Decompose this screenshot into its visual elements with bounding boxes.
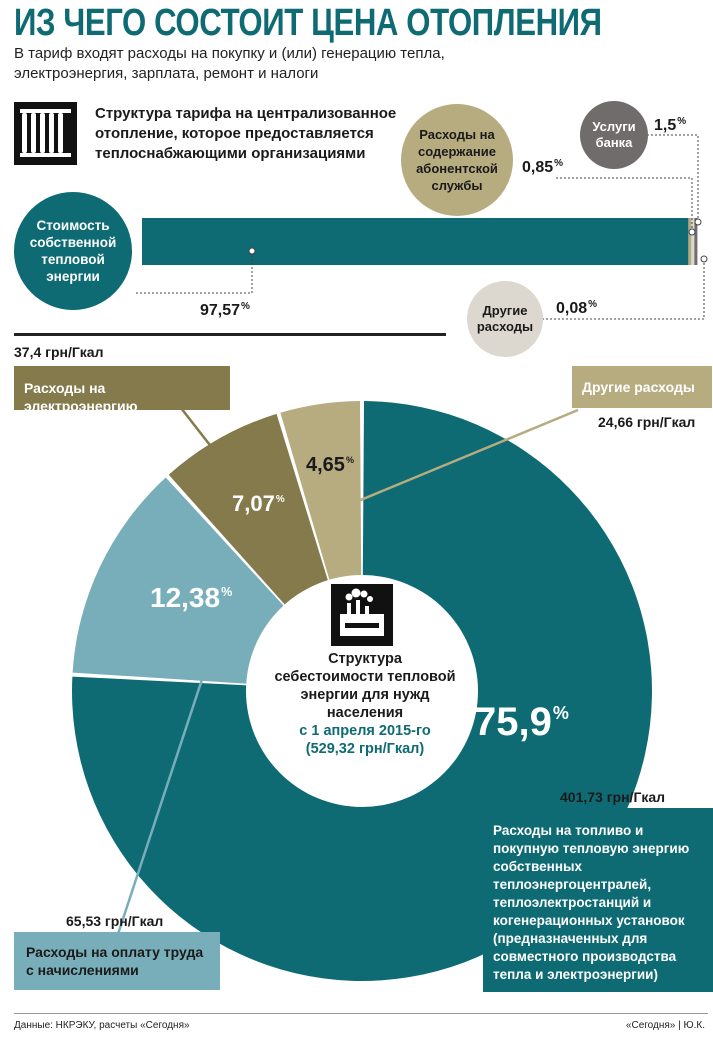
section-divider [14,333,446,336]
electricity-box: Расходы на электроэнергию [14,366,230,414]
tariff-bar-own-energy [142,218,689,265]
marker-other [700,255,708,263]
leader-own-energy [135,251,253,294]
bank-bubble: Услуги банка [580,101,648,169]
bank-label: Услуги банка [592,119,636,150]
own-energy-bubble: Стоимость собственной тепловой энергии [14,192,132,310]
subtitle-line-2: электроэнергия, зарплата, ремонт и налог… [14,65,319,82]
marker-own-energy [248,247,256,255]
page-title: ИЗ ЧЕГО СОСТОИТ ЦЕНА ОТОПЛЕНИЯ [14,2,602,44]
subtitle-line-1: В тариф входят расходы на покупку и (или… [14,45,445,62]
tariff-bar-chart [14,102,708,320]
page-subtitle: В тариф входят расходы на покупку и (или… [14,44,574,84]
radiator-icon [14,102,77,165]
leader-bank [648,134,699,222]
other-value: 0,08% [556,299,598,317]
footer-source: Данные: НКРЭКУ, расчеты «Сегодня» [14,1020,190,1031]
tariff-bar-bank [694,218,698,265]
footer-credit: «Сегодня» | Ю.К. [625,1020,705,1031]
other-bubble: Другие расходы [467,281,543,357]
center-date: с 1 апреля 2015-го(529,32 грн/Гкал) [299,723,431,757]
footer-divider [14,1013,708,1014]
tariff-bar-abonent [688,218,692,265]
abonent-label: Расходы на содержание абонентской службы [416,127,498,193]
electricity-amount: 37,4 грн/Гкал [14,344,104,360]
marker-abonent [688,228,696,236]
pie-center-hole [246,575,478,807]
pie-leader-lines [116,407,579,935]
abonent-bubble: Расходы на содержание абонентской службы [401,104,513,216]
leader-other [543,259,705,320]
other-amount: 24,66 грн/Гкал [598,414,696,430]
slice-label-labor: 12,38% [150,582,233,613]
bank-value: 1,5% [654,116,687,134]
abonent-value: 0,85% [522,158,564,176]
marker-bank [694,218,702,226]
center-line-3: энергии для нужд населения [300,687,430,721]
center-line-1: Структура [328,651,402,667]
leader-other-pie [333,408,579,513]
labor-amount: 65,53 грн/Гкал [66,913,164,929]
tariff-bar-other [691,218,695,265]
leader-electricity [180,407,285,541]
pie-center-text: Структура себестоимости тепловой энергии… [265,650,465,758]
center-line-2: себестоимости тепловой [274,669,456,685]
leader-labor [116,636,218,935]
leader-abonent [555,177,693,232]
slice-label-electricity: 7,07% [232,491,285,516]
leader-fuel [476,754,502,813]
fuel-amount: 401,73 грн/Гкал [560,789,666,805]
slice-label-fuel: 75,9% [474,700,569,744]
other-label: Другие расходы [476,303,534,334]
fuel-box: Расходы на топливо и покупную тепловую э… [483,808,713,992]
own-energy-label: Стоимость собственной тепловой энергии [29,218,117,284]
slice-label-other: 4,65% [306,454,354,476]
factory-icon [331,584,393,646]
tariff-leader-lines [135,134,705,320]
labor-box: Расходы на оплату труда с начислениями [14,932,220,990]
own-energy-value: 97,57% [200,301,250,319]
tariff-title: Структура тарифа на централизованное ото… [95,105,397,162]
other-costs-box: Другие расходы [572,366,712,408]
